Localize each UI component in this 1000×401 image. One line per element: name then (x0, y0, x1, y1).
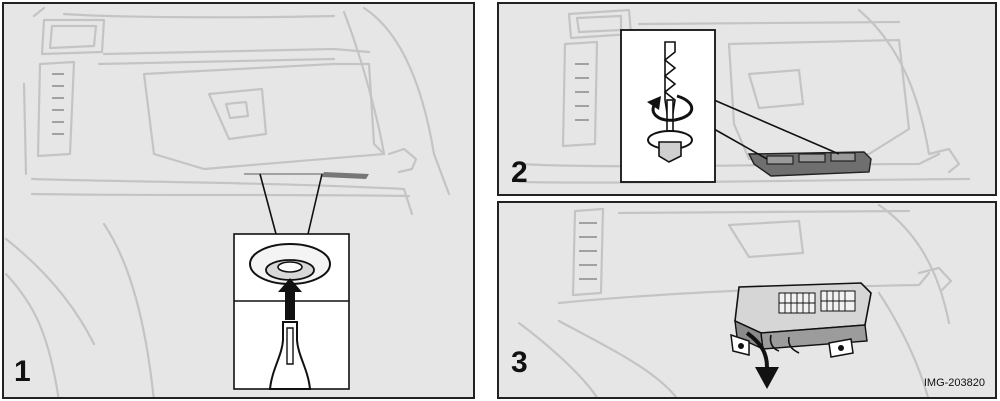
step-number: 1 (14, 355, 31, 388)
control-module-lowering-drawing (517, 203, 953, 397)
step-3-panel: 3 IMG-203820 (497, 201, 997, 399)
step-number: 3 (511, 346, 528, 379)
step-number: 2 (511, 156, 528, 189)
step-2-panel: 2 (497, 2, 997, 196)
control-module-release-drawing (517, 8, 971, 184)
step-1-panel: 1 (2, 2, 475, 399)
glovebox-underside-drawing (4, 6, 451, 397)
image-reference-label: IMG-203820 (923, 377, 985, 389)
